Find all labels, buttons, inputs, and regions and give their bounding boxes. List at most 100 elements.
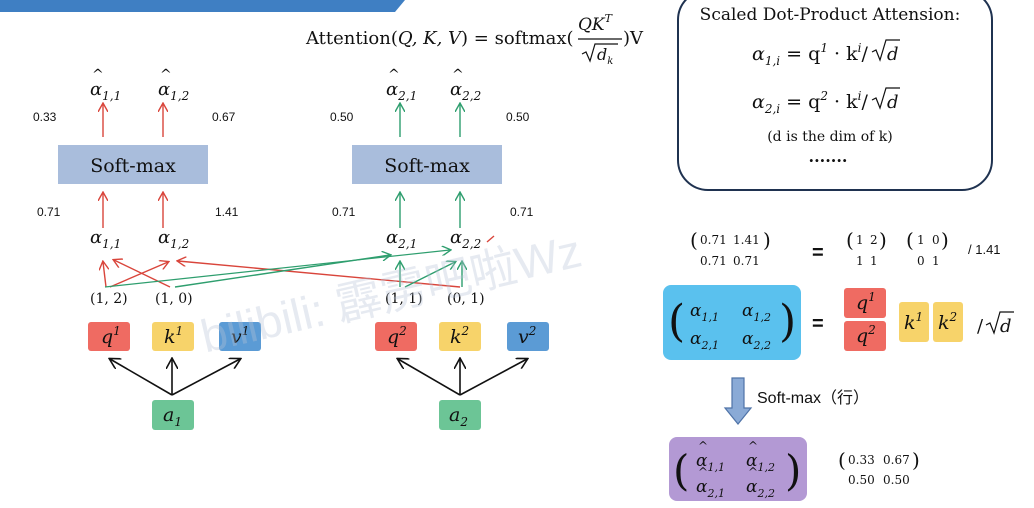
result-values-paren-close: ) xyxy=(912,448,920,472)
alpha-1-2: α1,2 xyxy=(158,227,189,251)
result-values-paren-open: ( xyxy=(838,448,846,472)
v2-label: v2 xyxy=(518,324,536,348)
alpha-m-11: α1,1 xyxy=(690,301,719,324)
info-ellipsis: ······· xyxy=(809,151,848,170)
result-value-21: 0.50 xyxy=(848,473,875,487)
m1-r1c1: 1 xyxy=(856,233,864,247)
formula-den: d xyxy=(597,45,607,64)
v2-box xyxy=(507,322,549,351)
alpha-sqrt-sign xyxy=(985,311,1014,335)
svg-text:Attention(Q, K, V) = softmax(: Attention(Q, K, V) = softmax( xyxy=(305,28,574,49)
top-accent-bar xyxy=(0,0,405,12)
info-line-1-sqrt xyxy=(871,39,900,62)
black-arrow-a1-v1 xyxy=(171,359,240,396)
m1-paren-open: ( xyxy=(846,228,854,252)
vector-2-q: (1, 1) xyxy=(385,291,423,307)
formula-args: Q, K, V xyxy=(398,28,463,49)
result-12: α1,2 xyxy=(746,451,775,474)
alpha-matrix-box xyxy=(663,285,801,360)
a2-label: a2 xyxy=(449,404,468,429)
lhs-r1c1: 0.71 xyxy=(700,233,727,247)
out-value-2-2: 0.50 xyxy=(506,110,530,124)
hat-mark-2-2: ^ xyxy=(452,67,464,83)
softmax-label-2: Soft-max xyxy=(384,155,470,177)
m2-r1c1: 1 xyxy=(917,233,925,247)
lhs-r2c1: 0.71 xyxy=(700,254,727,268)
formula-suffix: )V xyxy=(623,28,644,49)
hat-mark-1-2: ^ xyxy=(160,67,172,83)
m2-r2c1: 0 xyxy=(917,254,925,268)
group-1: α1,1 ^ α1,2 ^ 0.33 0.67 Soft-max 0.71 1.… xyxy=(33,67,461,430)
info-line-1: α1,i = q1 · ki/ xyxy=(752,41,868,68)
alpha-paren-close: ) xyxy=(779,296,796,347)
m2-r2c2: 1 xyxy=(932,254,940,268)
m2-paren-close: ) xyxy=(941,228,949,252)
alpha-div: / xyxy=(977,316,984,337)
a1-box xyxy=(152,400,194,430)
svg-text:QKT: QKT xyxy=(578,12,614,35)
vector-1-k: (1, 0) xyxy=(155,291,193,307)
result-value-11: 0.33 xyxy=(848,453,875,467)
hat-mark-2-1: ^ xyxy=(388,67,400,83)
m1-r2c2: 1 xyxy=(870,254,878,268)
k1-col-label: k1 xyxy=(904,310,923,334)
lhs-paren-open: ( xyxy=(690,228,698,252)
hat-alpha-2-2: α2,2 xyxy=(450,79,481,103)
green-arrow-q2-to-a22 xyxy=(404,262,455,288)
result-hat-21: ^ xyxy=(698,465,708,479)
result-box xyxy=(669,437,807,501)
formula-num: QK xyxy=(578,15,606,35)
formula-mid: ) = softmax( xyxy=(461,28,574,49)
a2-box xyxy=(439,400,481,430)
lhs-r2c2: 0.71 xyxy=(733,254,760,268)
hat-alpha-1-2: α1,2 xyxy=(158,79,189,103)
vector-2-k: (0, 1) xyxy=(447,291,485,307)
m1-r2c1: 1 xyxy=(856,254,864,268)
q-top-label: q1 xyxy=(856,290,876,314)
softmax-step: Soft-max（行） xyxy=(723,377,869,425)
alpha-m-22: α2,2 xyxy=(742,329,771,352)
matrix-equals: = xyxy=(812,242,824,264)
a1-label: a1 xyxy=(163,404,182,429)
q1-label: q1 xyxy=(101,324,121,348)
v1-label: v1 xyxy=(231,324,249,348)
info-line-2: α2,i = q2 · ki/ xyxy=(752,89,868,116)
k1-box xyxy=(152,322,194,351)
result-hat-11: ^ xyxy=(698,439,708,453)
lhs-r1c2: 1.41 xyxy=(733,233,760,247)
k1-label: k1 xyxy=(164,324,183,348)
q2-box xyxy=(375,322,417,351)
k2-col-box xyxy=(933,302,963,342)
hat-alpha-2-1: α2,1 xyxy=(386,79,417,103)
info-note: (d is the dim of k) xyxy=(767,129,893,145)
q1-box xyxy=(88,322,130,351)
attention-formula: Attention(Q, K, V) = softmax( QKT dk )V xyxy=(305,12,644,67)
v1-box xyxy=(219,322,261,351)
q-top-box xyxy=(844,288,886,318)
m1-r1c2: 2 xyxy=(870,233,878,247)
result-21: α2,1 xyxy=(696,477,725,500)
result-11: α1,1 xyxy=(696,451,725,474)
in-value-1-2: 1.41 xyxy=(215,205,239,219)
alpha-2-1: α2,1 xyxy=(386,227,417,251)
k1-col-box xyxy=(899,302,929,342)
alpha-matrix-equation: ( α1,1 α1,2 α2,1 α2,2 ) = q1 q2 k1 k2 / … xyxy=(663,285,1014,360)
result-value-22: 0.50 xyxy=(883,473,910,487)
result-22: α2,2 xyxy=(746,477,775,500)
red-arrow-q1-to-a11 xyxy=(103,262,106,288)
result-hat-12: ^ xyxy=(748,439,758,453)
hat-mark-1-1: ^ xyxy=(92,67,104,83)
k2-col-label: k2 xyxy=(938,310,957,334)
softmax-box-1 xyxy=(58,145,208,184)
m2-r1c2: 0 xyxy=(932,233,940,247)
k2-box xyxy=(439,322,481,351)
black-arrow-a2-v2 xyxy=(459,359,527,396)
hat-alpha-1-1: α1,1 xyxy=(90,79,121,103)
q2-label: q2 xyxy=(387,324,407,348)
m2-paren-open: ( xyxy=(906,228,914,252)
out-value-1-1: 0.33 xyxy=(33,110,57,124)
alpha-m-21: α2,1 xyxy=(690,329,719,352)
out-value-1-2: 0.67 xyxy=(212,110,236,124)
result-paren-open: ( xyxy=(673,446,689,495)
